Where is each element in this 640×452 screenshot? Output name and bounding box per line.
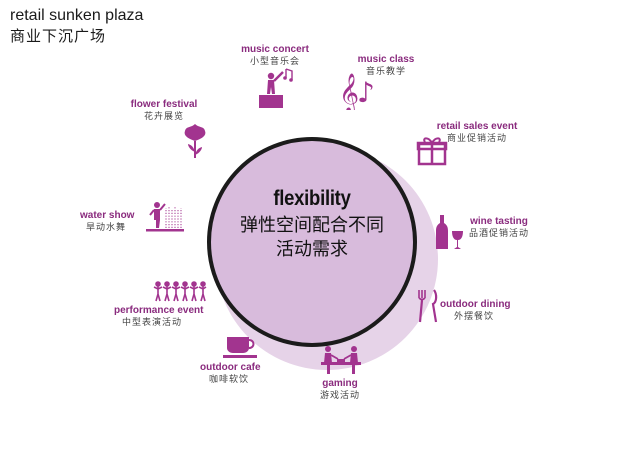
- music-concert-en: music concert: [241, 44, 309, 55]
- flower-festival-en: flower festival: [130, 99, 198, 110]
- music-concert-cn: 小型音乐会: [249, 57, 300, 67]
- performers-icon: [153, 281, 207, 302]
- gaming-cn: 游戏活动: [319, 391, 360, 401]
- center-text: flexibility 弹性空间配合不同 活动需求: [207, 137, 417, 347]
- header-title-en: retail sunken plaza: [10, 7, 144, 24]
- flower-festival-cn: 花卉展览: [143, 112, 184, 122]
- label-music-concert: music concert 小型音乐会: [240, 44, 310, 68]
- center-subtitle: 弹性空间配合不同 活动需求: [207, 214, 417, 262]
- stage-performer-icon: [259, 68, 293, 108]
- wine-tasting-en: wine tasting: [470, 216, 528, 227]
- wine-tasting-cn: 品酒促销活动: [468, 229, 529, 239]
- label-flower-festival: flower festival 花卉展览: [126, 99, 202, 123]
- label-performance-event: performance event 中型表演活动: [114, 305, 204, 329]
- gaming-en: gaming: [322, 378, 358, 389]
- page-header: retail sunken plaza 商业下沉广场: [10, 6, 143, 46]
- flexibility-circle: [207, 137, 417, 347]
- outdoor-cafe-cn: 咖啡软饮: [208, 375, 249, 385]
- coffee-cup-icon: [223, 337, 257, 358]
- cutlery-icon: [418, 289, 438, 323]
- svg-text:♪: ♪: [357, 76, 375, 109]
- music-notes-icon: 𝄞 ♪: [339, 73, 375, 110]
- performance-cn: 中型表演活动: [121, 318, 182, 328]
- gift-box-icon: [416, 137, 448, 166]
- center-line-1: 弹性空间配合不同: [240, 215, 384, 236]
- center-line-2: 活动需求: [276, 239, 348, 260]
- performance-en: performance event: [114, 305, 204, 316]
- label-music-class: music class 音乐教学: [353, 54, 419, 78]
- svg-text:𝄞: 𝄞: [339, 73, 359, 110]
- label-wine-tasting: wine tasting 品酒促销活动: [466, 216, 532, 240]
- water-show-en: water show: [80, 210, 135, 221]
- music-class-cn: 音乐教学: [365, 67, 406, 77]
- fountain-icon: [146, 202, 184, 232]
- label-outdoor-cafe: outdoor cafe 咖啡软饮: [200, 362, 261, 386]
- label-retail-sales-event: retail sales event 商业促销活动: [434, 121, 520, 145]
- label-water-show: water show 旱动水舞: [80, 210, 135, 234]
- center-title: flexibility: [273, 187, 351, 210]
- music-class-en: music class: [357, 54, 415, 65]
- game-table-icon: [321, 346, 361, 374]
- header-title-cn: 商业下沉广场: [10, 27, 107, 45]
- outdoor-dining-cn: 外摆餐饮: [453, 312, 494, 322]
- flower-icon: [184, 124, 206, 158]
- water-show-cn: 旱动水舞: [85, 223, 126, 233]
- retail-sales-en: retail sales event: [436, 121, 518, 132]
- wine-icon: [436, 215, 463, 249]
- outdoor-cafe-en: outdoor cafe: [200, 362, 261, 373]
- retail-sales-cn: 商业促销活动: [446, 134, 507, 144]
- label-gaming: gaming 游戏活动: [314, 378, 366, 402]
- label-outdoor-dining: outdoor dining 外摆餐饮: [440, 299, 511, 323]
- outdoor-dining-en: outdoor dining: [440, 299, 511, 310]
